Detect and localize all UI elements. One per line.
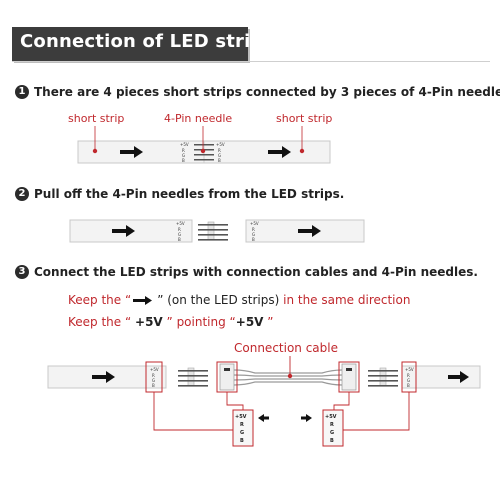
pin-label-b: B: [182, 158, 185, 163]
arrow-icon: [258, 414, 269, 422]
short-strip-label-right: short strip: [276, 112, 333, 125]
pin-label-g: G: [240, 430, 244, 436]
step-2-strips: +5V R G B +5V R G B: [69, 219, 365, 243]
pin-label-b: B: [218, 158, 221, 163]
arrow-icon: [112, 225, 135, 237]
pin-label-b: B: [152, 383, 155, 388]
polarity-note: Keep the “ +5V ” pointing “+5V ”: [68, 315, 274, 329]
pin-label-g: G: [330, 430, 334, 436]
pin-label-r: R: [330, 422, 334, 428]
polarity-note-5v-b: +5V: [235, 315, 264, 329]
pin-label-b: B: [330, 438, 334, 444]
pin-needle: [198, 221, 228, 241]
direction-note-end: in the same direction: [279, 293, 411, 307]
direction-note-middle: ” (on the LED strips): [157, 293, 280, 307]
step-1-number: 1: [15, 85, 29, 99]
pin-label-v: +5V: [250, 221, 259, 226]
arrow-icon: [120, 146, 143, 158]
polarity-note-c: ” pointing “: [162, 315, 236, 329]
divider: [12, 61, 490, 62]
pin-needle: [178, 367, 208, 387]
pin-label-r: R: [182, 148, 185, 153]
pin-label-v: +5V: [325, 414, 337, 420]
pin-label-v: +5V: [216, 142, 225, 147]
title-banner: [12, 27, 248, 61]
pin-label-v: +5V: [150, 367, 159, 372]
step-1-text: There are 4 pieces short strips connecte…: [34, 85, 500, 99]
zoom-detail-left: +5V R G B: [232, 409, 254, 447]
connection-cable-label: Connection cable: [234, 341, 338, 355]
pin-label-v: +5V: [180, 142, 189, 147]
step-2-text: Pull off the 4-Pin needles from the LED …: [34, 187, 345, 201]
pin-label-b: B: [407, 383, 410, 388]
pin-label-g: G: [252, 232, 255, 237]
pin-label-r: R: [152, 373, 155, 378]
step-2-number: 2: [15, 187, 29, 201]
pin-label-r: R: [218, 148, 221, 153]
pin-label-g: G: [218, 153, 221, 158]
direction-note-start: Keep the “: [68, 293, 132, 307]
arrow-icon: [268, 146, 291, 158]
step-3-assembly: +5V R G B: [47, 356, 481, 447]
pin-needle: [368, 367, 398, 387]
step-3-number: 3: [15, 265, 29, 279]
pin-label-r: R: [240, 422, 244, 428]
arrow-icon: [448, 371, 469, 383]
polarity-note-e: ”: [263, 315, 274, 329]
polarity-note-5v-a: +5V: [135, 315, 163, 329]
zoom-detail-right: +5V R G B: [322, 409, 344, 447]
pin-label-g: G: [178, 232, 181, 237]
arrow-icon: [92, 371, 115, 383]
arrow-icon: [133, 296, 152, 305]
pin-label-r: R: [252, 227, 255, 232]
page-title: Connection of LED strips: [20, 31, 275, 52]
pin-label-g: G: [152, 378, 155, 383]
pin-label-b: B: [178, 237, 181, 242]
pin-label-r: R: [178, 227, 181, 232]
pin-label-v: +5V: [176, 221, 185, 226]
arrow-icon: [301, 414, 312, 422]
pin-label-v: +5V: [235, 414, 247, 420]
pin-label-v: +5V: [405, 367, 414, 372]
polarity-note-a: Keep the “: [68, 315, 136, 329]
arrow-icon: [298, 225, 321, 237]
pin-label-g: G: [407, 378, 410, 383]
pin-label-b: B: [252, 237, 255, 242]
pin-label-r: R: [407, 373, 410, 378]
connection-cable: [219, 363, 357, 391]
pin-label-g: G: [182, 153, 185, 158]
pin-labels: +5V R G B +5V R G B: [180, 142, 225, 163]
step-3-text: Connect the LED strips with connection c…: [34, 265, 478, 279]
pin-label-b: B: [240, 438, 244, 444]
step-1-strip: +5V R G B +5V R G B: [77, 126, 331, 164]
four-pin-needle-label: 4-Pin needle: [164, 112, 233, 125]
short-strip-label-left: short strip: [68, 112, 125, 125]
direction-note: Keep the “ ” (on the LED strips) in the s…: [68, 293, 410, 307]
